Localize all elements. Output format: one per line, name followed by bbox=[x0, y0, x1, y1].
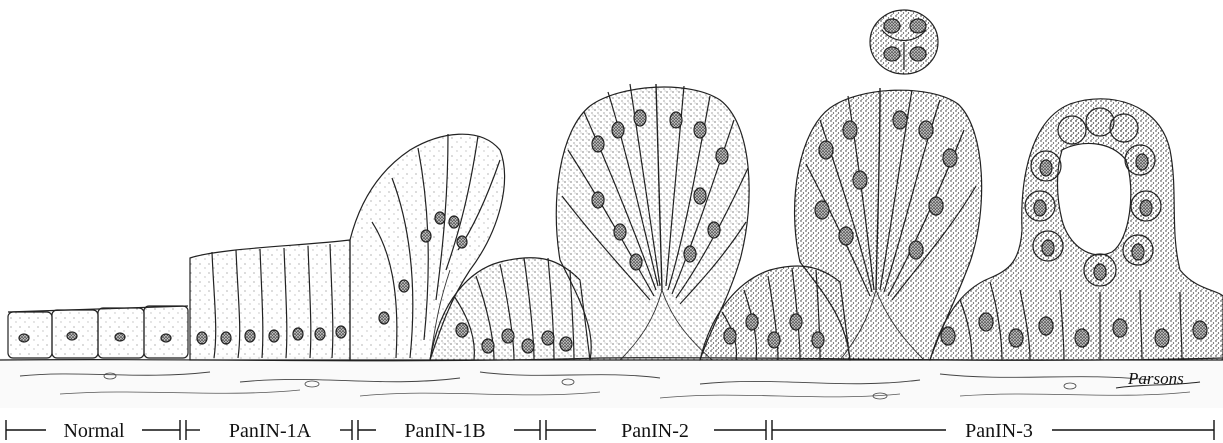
stroma bbox=[0, 354, 1223, 408]
stage-label-normal: Normal bbox=[63, 420, 125, 442]
panin-1a-epithelium bbox=[190, 240, 350, 360]
normal-epithelium bbox=[8, 306, 188, 358]
stage-label-panin-2: PanIN-2 bbox=[621, 420, 689, 442]
stage-label-panin-1b: PanIN-1B bbox=[404, 420, 485, 442]
detached-cell-cluster bbox=[870, 10, 938, 74]
stage-label-panin-1a: PanIN-1A bbox=[229, 420, 312, 442]
stage-label-panin-3: PanIN-3 bbox=[965, 420, 1033, 442]
